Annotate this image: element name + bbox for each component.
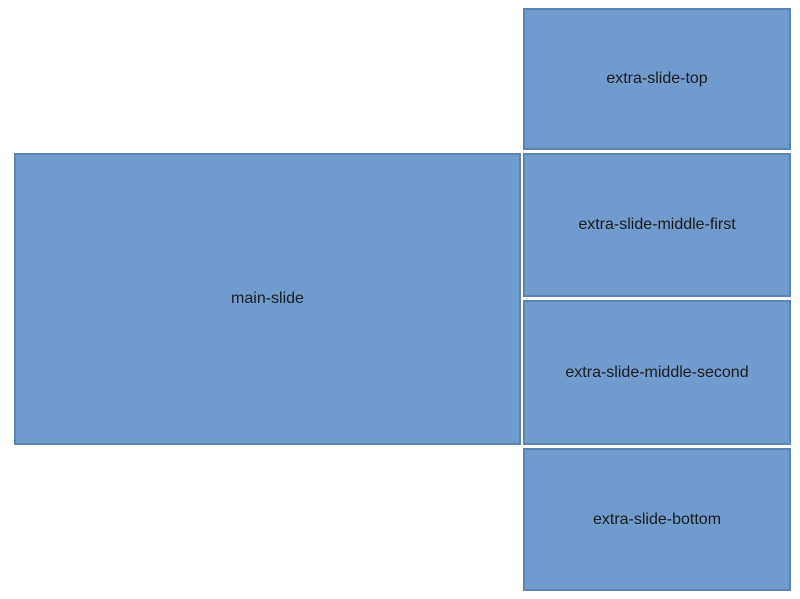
extra-slide-bottom-label: extra-slide-bottom (592, 510, 722, 528)
extra-slide-top-label: extra-slide-top (606, 70, 708, 87)
extra-slide-middle-second-label: extra-slide-middle-second (565, 363, 749, 381)
extra-slide-middle-first-shape[interactable]: extra-slide-middle-first (523, 153, 791, 297)
extra-slide-middle-first-label: extra-slide-middle-first (578, 216, 736, 233)
extra-slide-middle-second-shape[interactable]: extra-slide-middle-second (523, 300, 791, 445)
extra-slide-top-shape[interactable]: extra-slide-top (523, 8, 791, 150)
main-slide-label: main-slide (231, 290, 304, 307)
extra-slide-bottom-shape[interactable]: extra-slide-bottom (523, 448, 791, 591)
main-slide-shape[interactable]: main-slide (14, 153, 521, 445)
